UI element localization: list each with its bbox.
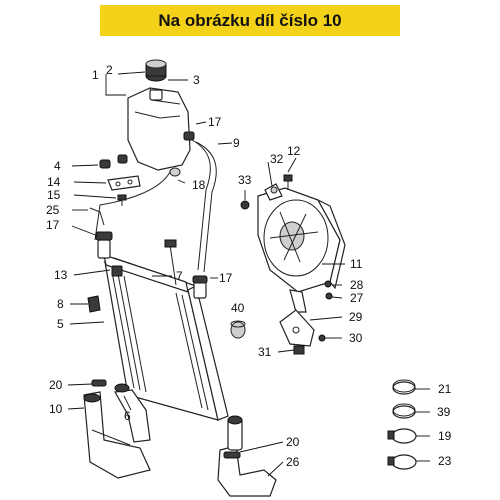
clamp-23[interactable] bbox=[387, 454, 417, 470]
callout-3: 3 bbox=[193, 73, 200, 87]
bracket-14[interactable] bbox=[107, 175, 141, 191]
hose-9[interactable] bbox=[191, 139, 211, 271]
page-title: Na obrázku díl číslo 10 bbox=[158, 10, 342, 30]
hose-25[interactable] bbox=[89, 207, 105, 226]
callout-7: 7 bbox=[176, 269, 183, 283]
callout-8: 8 bbox=[57, 297, 64, 311]
clamp-19[interactable] bbox=[387, 428, 417, 444]
bracket-13[interactable] bbox=[111, 265, 123, 277]
callout-21: 21 bbox=[438, 382, 452, 396]
tank-overflow-hose[interactable] bbox=[94, 171, 171, 241]
plug-40[interactable] bbox=[230, 320, 246, 339]
callout-40: 40 bbox=[231, 301, 245, 315]
callout-6: 6 bbox=[124, 409, 131, 423]
fan-assembly[interactable] bbox=[257, 183, 346, 313]
nut-31[interactable] bbox=[293, 345, 305, 355]
callout-9: 9 bbox=[233, 136, 240, 150]
clamp-20-left[interactable] bbox=[91, 379, 107, 387]
callout-23: 23 bbox=[438, 454, 452, 468]
expansion-tank[interactable] bbox=[127, 87, 191, 171]
callout-1: 1 bbox=[92, 68, 99, 82]
callout-11: 11 bbox=[350, 257, 363, 271]
callout-18: 18 bbox=[192, 178, 206, 192]
callout-15: 15 bbox=[47, 188, 61, 202]
callout-25: 25 bbox=[46, 203, 60, 217]
callout-17-left: 17 bbox=[46, 218, 60, 232]
callout-20-right: 20 bbox=[286, 435, 300, 449]
callout-32: 32 bbox=[270, 152, 284, 166]
bolt-7[interactable] bbox=[164, 239, 177, 286]
callout-5: 5 bbox=[57, 317, 64, 331]
callout-26: 26 bbox=[286, 455, 300, 469]
clip-8[interactable] bbox=[87, 295, 101, 313]
callout-30: 30 bbox=[349, 331, 363, 345]
callout-20-left: 20 bbox=[49, 378, 63, 392]
rubber-mounts[interactable] bbox=[99, 154, 128, 169]
washer-33[interactable] bbox=[240, 200, 250, 210]
callout-14: 14 bbox=[47, 175, 61, 189]
clamp-20-right[interactable] bbox=[223, 451, 241, 459]
callout-39: 39 bbox=[437, 405, 451, 419]
hose-10[interactable] bbox=[83, 391, 151, 479]
clamp-21[interactable] bbox=[392, 379, 416, 395]
callout-13: 13 bbox=[54, 268, 68, 282]
callout-12: 12 bbox=[287, 144, 301, 158]
screws-27-28[interactable] bbox=[324, 280, 333, 300]
callout-17-top: 17 bbox=[208, 115, 222, 129]
leader-lines bbox=[67, 71, 430, 477]
callout-2: 2 bbox=[106, 63, 113, 77]
screw-12[interactable] bbox=[270, 174, 293, 194]
title-banner: Na obrázku díl číslo 10 bbox=[100, 5, 400, 36]
callout-17-mid: 17 bbox=[219, 271, 233, 285]
hose-6[interactable] bbox=[114, 383, 151, 443]
bracket-29[interactable] bbox=[279, 309, 315, 347]
clamp-39[interactable] bbox=[392, 403, 416, 419]
tank-fitting[interactable] bbox=[169, 131, 195, 177]
callout-29: 29 bbox=[349, 310, 363, 324]
radiator[interactable] bbox=[95, 231, 229, 421]
callout-19: 19 bbox=[438, 429, 452, 443]
callout-10: 10 bbox=[49, 402, 63, 416]
callout-31: 31 bbox=[258, 345, 272, 359]
callout-27: 27 bbox=[350, 291, 364, 305]
screw-15[interactable] bbox=[117, 194, 127, 206]
callout-28: 28 bbox=[350, 278, 364, 292]
tank-cap[interactable] bbox=[145, 59, 167, 82]
callout-4: 4 bbox=[54, 159, 61, 173]
screw-30[interactable] bbox=[318, 334, 333, 342]
callout-33: 33 bbox=[238, 173, 252, 187]
